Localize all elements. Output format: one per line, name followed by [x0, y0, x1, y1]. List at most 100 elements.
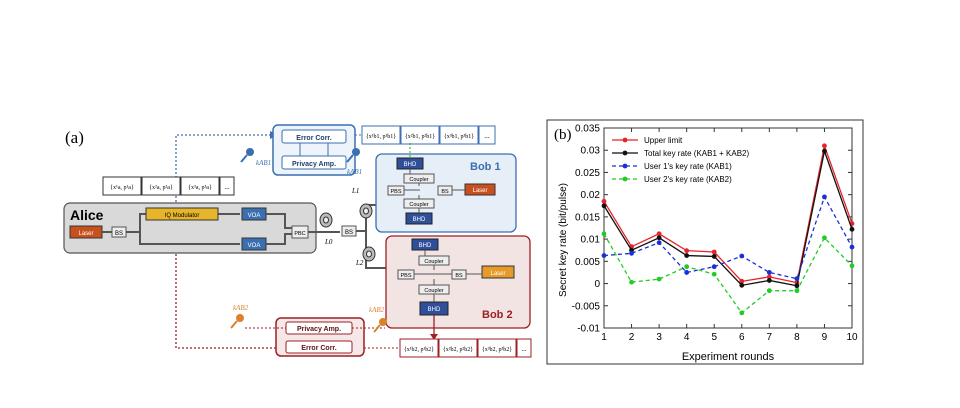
- data-point: [656, 231, 662, 237]
- data-point: [711, 264, 717, 270]
- data-point: [601, 203, 607, 209]
- y-tick-label: 0: [594, 279, 600, 290]
- table-cell-text: {x³a, p³a}: [188, 185, 212, 191]
- table-cell-text: ...: [224, 183, 230, 191]
- key-icon: [373, 318, 387, 333]
- classical-channel-bob2-line: [175, 250, 290, 349]
- table-cell: [141, 176, 181, 196]
- data-point: [684, 264, 690, 270]
- bob1-label: Bob 1: [470, 161, 501, 173]
- y-tick-label: -0.01: [577, 324, 600, 335]
- l2-label: L2: [355, 259, 364, 267]
- table-cell: [102, 176, 142, 196]
- table-cell-text: {x²a, p²a}: [149, 185, 173, 191]
- table-cell: [219, 176, 235, 196]
- y-tick-label: 0.035: [575, 124, 600, 135]
- x-tick-label: 10: [846, 332, 858, 343]
- table-cell: [399, 338, 439, 358]
- table-cell-text: {x³b2, p³b2}: [482, 347, 512, 353]
- privacy-amp-box: [281, 155, 347, 170]
- table-cell: [438, 338, 478, 358]
- legend-label: User 1's key rate (KAB1): [644, 162, 732, 171]
- data-point: [684, 253, 690, 258]
- bob2-data-table: {x¹b2, p¹b2} {x²b2, p²b2} {x³b2, p³b2} .…: [399, 338, 532, 358]
- data-point: [656, 240, 662, 246]
- data-point: [794, 283, 800, 289]
- data-point: [601, 231, 607, 237]
- legend-label: Upper limit: [644, 136, 683, 145]
- data-point: [822, 148, 827, 154]
- panel-b-frame: [546, 119, 864, 365]
- bhd-label: BHD: [404, 162, 417, 168]
- x-tick-label: 3: [656, 332, 662, 343]
- alice-data-table: {x¹a, p¹a} {x²a, p²a} {x³a, p³a} ...: [102, 176, 235, 196]
- table-cell: [478, 125, 496, 145]
- data-point: [711, 254, 717, 259]
- data-point: [739, 310, 745, 316]
- x-tick-label: 6: [739, 332, 745, 343]
- x-tick-label: 5: [711, 332, 717, 343]
- laser-label: Laser: [490, 271, 505, 277]
- table-cell-text: {x³b1, p³b1}: [444, 134, 474, 140]
- privacy-amp-label: Privacy Amp.: [292, 161, 336, 168]
- series-line-2: [603, 195, 853, 280]
- y-tick-label: 0.015: [575, 212, 600, 223]
- laser-label: Laser: [78, 231, 93, 237]
- data-point: [739, 278, 745, 284]
- laser-label: Laser: [472, 188, 487, 194]
- key-ab1-label: kAB1: [347, 168, 362, 176]
- bs-label: BS: [115, 231, 123, 237]
- series-line-0: [603, 143, 853, 284]
- pbs-label: PBS: [390, 189, 401, 195]
- table-cell-text: {x²b2, p²b2}: [443, 347, 473, 353]
- data-point: [656, 276, 662, 282]
- legend-marker: [622, 137, 628, 143]
- l1-label: L1: [351, 187, 359, 195]
- legend-marker: [622, 163, 628, 169]
- coupler-label: Coupler: [409, 202, 428, 208]
- x-tick-label: 1: [601, 332, 607, 343]
- key-rate-chart: -0.01-0.00500.0050.010.0150.020.0250.030…: [572, 124, 858, 344]
- coupler-label: Coupler: [424, 288, 443, 294]
- voa-label: VOA: [248, 213, 261, 219]
- bhd-label: BHD: [419, 243, 432, 249]
- bhd-label: BHD: [413, 217, 426, 223]
- key-ab2-label: kAB2: [233, 304, 249, 312]
- data-point: [601, 253, 607, 258]
- key-icon: [346, 148, 360, 163]
- data-point: [849, 263, 855, 269]
- data-point: [794, 288, 800, 294]
- table-cell-text: {x¹b1, p¹b1}: [366, 134, 396, 140]
- table-cell: [361, 125, 401, 145]
- error-corr-box: [281, 129, 347, 144]
- key-ab2-label: kAB2: [369, 306, 385, 314]
- key-icon: [240, 148, 254, 163]
- classical-channel-bob1-line: [175, 134, 270, 202]
- table-cell: [400, 125, 440, 145]
- iq-modulator: [145, 207, 219, 221]
- panel-a: (a) Error Corr. Privacy Amp. {x¹b1, p¹b1…: [63, 124, 532, 358]
- fiber-line: [266, 213, 292, 229]
- table-cell: [439, 125, 479, 145]
- x-tick-label: 7: [767, 332, 773, 343]
- fiber-line: [414, 250, 482, 302]
- series-line-1: [603, 148, 853, 287]
- table-cell-text: ...: [484, 132, 490, 140]
- x-axis-label: Experiment rounds: [682, 351, 775, 363]
- data-point: [766, 274, 772, 280]
- data-point: [656, 235, 662, 241]
- data-point: [629, 250, 634, 256]
- fiber-spool-l0: [319, 212, 333, 228]
- table-cell: [477, 338, 517, 358]
- voa-label: VOA: [248, 243, 261, 249]
- data-point: [739, 282, 745, 288]
- key-icon: [230, 314, 244, 329]
- data-point: [822, 194, 827, 200]
- legend-marker: [622, 150, 628, 156]
- alice-label: Alice: [70, 207, 104, 223]
- x-tick-label: 8: [794, 332, 800, 343]
- l0-label: L0: [324, 238, 333, 246]
- key-ab1-label: kAB1: [256, 159, 271, 167]
- panel-b-label: (b): [554, 127, 572, 143]
